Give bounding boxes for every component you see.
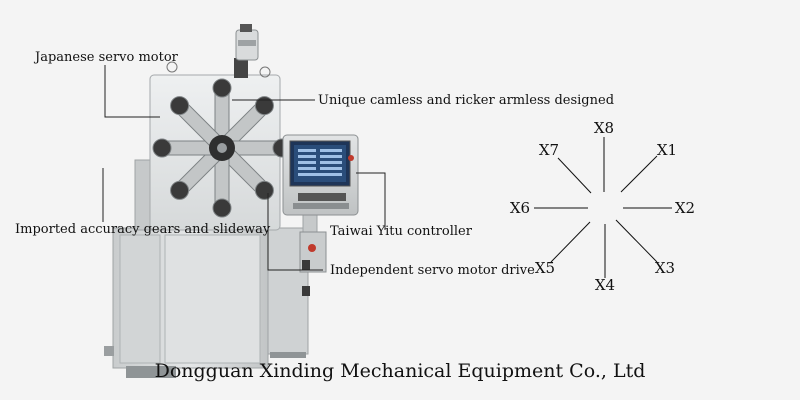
leader-lines (102, 65, 386, 271)
callout-controller: Taiwai Yitu controller (330, 224, 472, 239)
callout-camless-design: Unique camless and ricker armless design… (318, 93, 615, 108)
axis-diagram (534, 137, 672, 278)
radial-tool-slides (152, 78, 292, 218)
callout-servo-drive: Independent servo motor drive (330, 263, 535, 278)
axis-line-x7 (557, 157, 592, 194)
axis-line-x5 (550, 221, 591, 263)
axis-label-x5: X5 (534, 259, 556, 277)
axis-label-x8: X8 (593, 119, 615, 137)
axis-label-x6: X6 (509, 199, 531, 217)
callout-servo-motor: Japanese servo motor (35, 50, 178, 65)
axis-line-x1 (620, 155, 658, 193)
axis-label-x1: X1 (656, 141, 678, 159)
drive-box (299, 231, 327, 296)
top-servo-motor (234, 24, 259, 78)
callout-gears-slideway: Imported accuracy gears and slideway (15, 222, 271, 237)
machine-base (104, 227, 309, 378)
controller-unit (282, 134, 359, 216)
axis-line-x3 (615, 219, 658, 263)
axis-label-x2: X2 (674, 199, 696, 217)
axis-label-x4: X4 (594, 276, 616, 294)
axis-label-x7: X7 (538, 141, 560, 159)
company-name: Dongguan Xinding Mechanical Equipment Co… (154, 360, 646, 382)
axis-label-x3: X3 (654, 259, 676, 277)
